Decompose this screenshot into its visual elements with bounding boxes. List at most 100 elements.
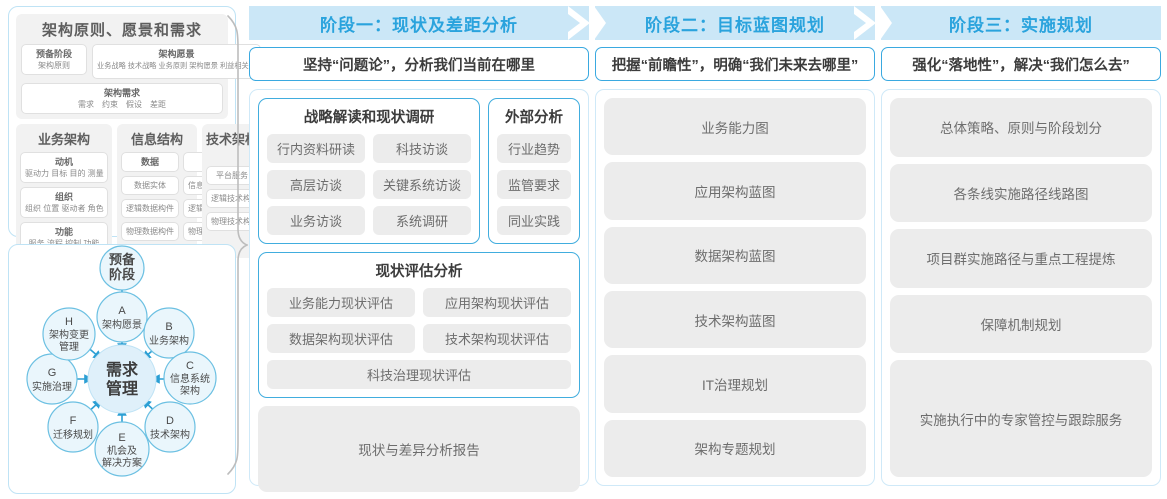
- adm-node-e-key: E: [118, 432, 125, 444]
- adm-node-g-label: 实施治理: [32, 380, 72, 393]
- logical-technology-component-label: 逻辑技术构件: [211, 194, 259, 203]
- vision-head: 架构愿景: [158, 49, 195, 59]
- information-subcolumns: 数据 数据实体 逻辑数据构件 物理数据构件: [121, 152, 241, 241]
- chip-key-system-interview[interactable]: 关键系统访谈: [373, 170, 471, 199]
- chip-business-interview[interactable]: 业务访谈: [267, 206, 365, 235]
- adm-node-a-key: A: [118, 305, 126, 317]
- assessment-row-1: 业务能力现状评估 应用架构现状评估: [267, 288, 571, 317]
- strategy-row-1: 行内资料研读 科技访谈: [267, 134, 471, 163]
- chip-technology-architecture-assessment[interactable]: 技术架构现状评估: [423, 324, 571, 353]
- business-cell-function-head: 功能: [54, 227, 73, 237]
- phase-3-banner-text: 阶段三：实施规划: [949, 15, 1093, 35]
- requirements-group: 架构原则、愿景和需求 预备阶段 架构原则 架构愿景 业务战略 技术战略 业务原则…: [16, 14, 261, 119]
- business-cell-organization-head: 组织: [54, 192, 73, 202]
- business-cell-motivation-head: 动机: [54, 157, 73, 167]
- adm-node-prelim-line1: 预备: [109, 252, 136, 267]
- chip-industry-trend[interactable]: 行业趋势: [497, 134, 571, 163]
- business-cell-motivation: 动机 驱动力 目标 目的 测量: [20, 152, 108, 183]
- phase-1-banner-text: 阶段一：现状及差距分析: [320, 15, 518, 35]
- chip-exec-interview[interactable]: 高层访谈: [267, 170, 365, 199]
- data-head: 数据: [140, 157, 159, 167]
- adm-node-c-label-1: 信息系统: [170, 372, 210, 385]
- chip-assurance-mechanism-plan[interactable]: 保障机制规划: [890, 294, 1152, 353]
- chip-tech-interview[interactable]: 科技访谈: [373, 134, 471, 163]
- information-structure-group: 信息结构 数据 数据实体 逻辑数据构件: [117, 124, 241, 258]
- strategy-row-2: 高层访谈 关键系统访谈: [267, 170, 471, 199]
- physical-data-component-label: 物理数据构件: [126, 227, 174, 236]
- adm-node-h-label-2: 管理: [59, 340, 79, 353]
- adm-node-c-label-2: 架构: [180, 384, 200, 397]
- phase-3-banner: 阶段三：实施规划: [880, 6, 1162, 40]
- adm-node-h-circle[interactable]: [42, 307, 96, 361]
- chip-business-capability-map[interactable]: 业务能力图: [604, 98, 866, 156]
- phase-3-subtitle-bar: 强化“落地性”，解决“我们怎么去”: [881, 47, 1161, 81]
- chip-data-architecture-assessment[interactable]: 数据架构现状评估: [267, 324, 415, 353]
- chip-it-governance-plan[interactable]: IT治理规划: [604, 355, 866, 413]
- data-subcolumn: 数据 数据实体 逻辑数据构件 物理数据构件: [121, 152, 179, 241]
- prelim-vision-row: 预备阶段 架构原则 架构愿景 业务战略 技术战略 业务原则 架构愿景 利益相关者: [21, 44, 261, 79]
- assessment-row-2: 数据架构现状评估 技术架构现状评估: [267, 324, 571, 353]
- logical-data-component-cell: 逻辑数据构件: [121, 199, 179, 218]
- phase-2-chevron-icon: [854, 6, 876, 40]
- chip-application-architecture-blueprint[interactable]: 应用架构蓝图: [604, 162, 866, 220]
- adm-cycle-svg: 预备 阶段 需求 管理 A 架构愿景 B 业务架构 C 信息系统 架构: [26, 245, 217, 477]
- physical-technology-component-cell: 物理技术构件: [206, 212, 259, 231]
- vision-cell: 架构愿景 业务战略 技术战略 业务原则 架构愿景 利益相关者: [92, 44, 261, 79]
- current-state-assessment-title: 现状评估分析: [375, 264, 463, 280]
- chip-expert-control-tracking-service[interactable]: 实施执行中的专家管控与跟踪服务: [890, 360, 1152, 477]
- adm-node-f-circle[interactable]: [47, 401, 99, 453]
- chip-data-architecture-blueprint[interactable]: 数据架构蓝图: [604, 226, 866, 284]
- assessment-row-3: 科技治理现状评估: [267, 360, 571, 389]
- adm-node-d-circle[interactable]: [144, 401, 196, 453]
- business-cell-motivation-sub: 驱动力 目标 目的 测量: [25, 169, 104, 178]
- phase-2-banner-text: 阶段二：目标蓝图规划: [645, 15, 825, 35]
- business-cell-organization: 组织 组织 位置 驱动者 角色: [20, 187, 108, 218]
- external-analysis-card: 外部分析 行业趋势 监管要求 同业实践: [488, 98, 580, 244]
- chip-business-capability-assessment[interactable]: 业务能力现状评估: [267, 288, 415, 317]
- chip-application-architecture-assessment[interactable]: 应用架构现状评估: [423, 288, 571, 317]
- adm-node-g-circle[interactable]: [26, 353, 78, 405]
- chip-overall-strategy-principles-phases[interactable]: 总体策略、原则与阶段划分: [890, 98, 1152, 157]
- chip-architecture-topic-plan[interactable]: 架构专题规划: [604, 419, 866, 477]
- information-structure-title: 信息结构: [130, 132, 183, 147]
- three-architectures-row: 业务架构 动机 驱动力 目标 目的 测量 组织 组织 位置 驱动者 角色 功能 …: [16, 124, 262, 258]
- phase-column-2: 阶段二：目标蓝图规划 把握“前瞻性”，明确“我们未来去哪里” 业务能力图 应用架…: [594, 6, 876, 494]
- adm-node-a-label: 架构愿景: [102, 318, 142, 331]
- adm-node-b-label: 业务架构: [149, 334, 189, 347]
- adm-cycle-panel: 预备 阶段 需求 管理 A 架构愿景 B 业务架构 C 信息系统 架构: [8, 244, 236, 494]
- adm-node-c-key: C: [186, 360, 194, 372]
- physical-technology-component-label: 物理技术构件: [211, 217, 259, 226]
- chip-regulatory-requirement[interactable]: 监管要求: [497, 170, 571, 199]
- adm-node-b-key: B: [165, 321, 172, 333]
- adm-node-a-circle[interactable]: [96, 291, 148, 343]
- phase-1-top-split: 战略解读和现状调研 行内资料研读 科技访谈 高层访谈 关键系统访谈 业务访谈 系…: [258, 98, 580, 244]
- phase-3-chevron-tip-icon: [1140, 6, 1162, 40]
- adm-node-e-circle[interactable]: [94, 421, 150, 477]
- adm-node-c-circle[interactable]: [163, 351, 217, 405]
- chip-it-governance-assessment[interactable]: 科技治理现状评估: [267, 360, 571, 389]
- arch-requirements-sub: 需求 约束 假设 差距: [78, 100, 166, 109]
- vision-sub: 业务战略 技术战略 业务原则 架构愿景 利益相关者: [97, 61, 256, 70]
- business-cell-function-sub: 服务 流程 控制 功能: [25, 238, 103, 249]
- adm-node-e-label-1: 机会及: [107, 444, 137, 457]
- chip-program-implementation-path[interactable]: 项目群实施路径与重点工程提炼: [890, 229, 1152, 288]
- chip-technology-architecture-blueprint[interactable]: 技术架构蓝图: [604, 290, 866, 349]
- phase-1-banner: 阶段一：现状及差距分析: [249, 6, 590, 40]
- chip-system-research[interactable]: 系统调研: [373, 206, 471, 235]
- current-state-assessment-card: 现状评估分析 业务能力现状评估 应用架构现状评估 数据架构现状评估 技术架构现状…: [258, 252, 580, 398]
- technology-architecture-title: 技术架构: [206, 132, 259, 147]
- chip-peer-practice[interactable]: 同业实践: [497, 206, 571, 235]
- adm-node-f-key: F: [70, 415, 77, 427]
- phase-1-subtitle: 坚持“问题论”，分析我们当前在哪里: [303, 57, 535, 74]
- chip-line-implementation-roadmap[interactable]: 各条线实施路径线路图: [890, 163, 1152, 222]
- phase-3-body: 总体策略、原则与阶段划分 各条线实施路径线路图 项目群实施路径与重点工程提炼 保…: [881, 89, 1161, 486]
- strategy-research-card: 战略解读和现状调研 行内资料研读 科技访谈 高层访谈 关键系统访谈 业务访谈 系…: [258, 98, 480, 244]
- physical-data-component-cell: 物理数据构件: [121, 222, 179, 241]
- phase-column-1: 阶段一：现状及差距分析 坚持“问题论”，分析我们当前在哪里 战略解读和现状调研 …: [249, 6, 590, 494]
- adm-node-b-circle[interactable]: [143, 307, 195, 359]
- adm-node-d-key: D: [166, 415, 174, 427]
- chip-internal-docs[interactable]: 行内资料研读: [267, 134, 365, 163]
- gap-analysis-report-box[interactable]: 现状与差异分析报告: [258, 406, 580, 492]
- phase-1-body: 战略解读和现状调研 行内资料研读 科技访谈 高层访谈 关键系统访谈 业务访谈 系…: [249, 89, 589, 492]
